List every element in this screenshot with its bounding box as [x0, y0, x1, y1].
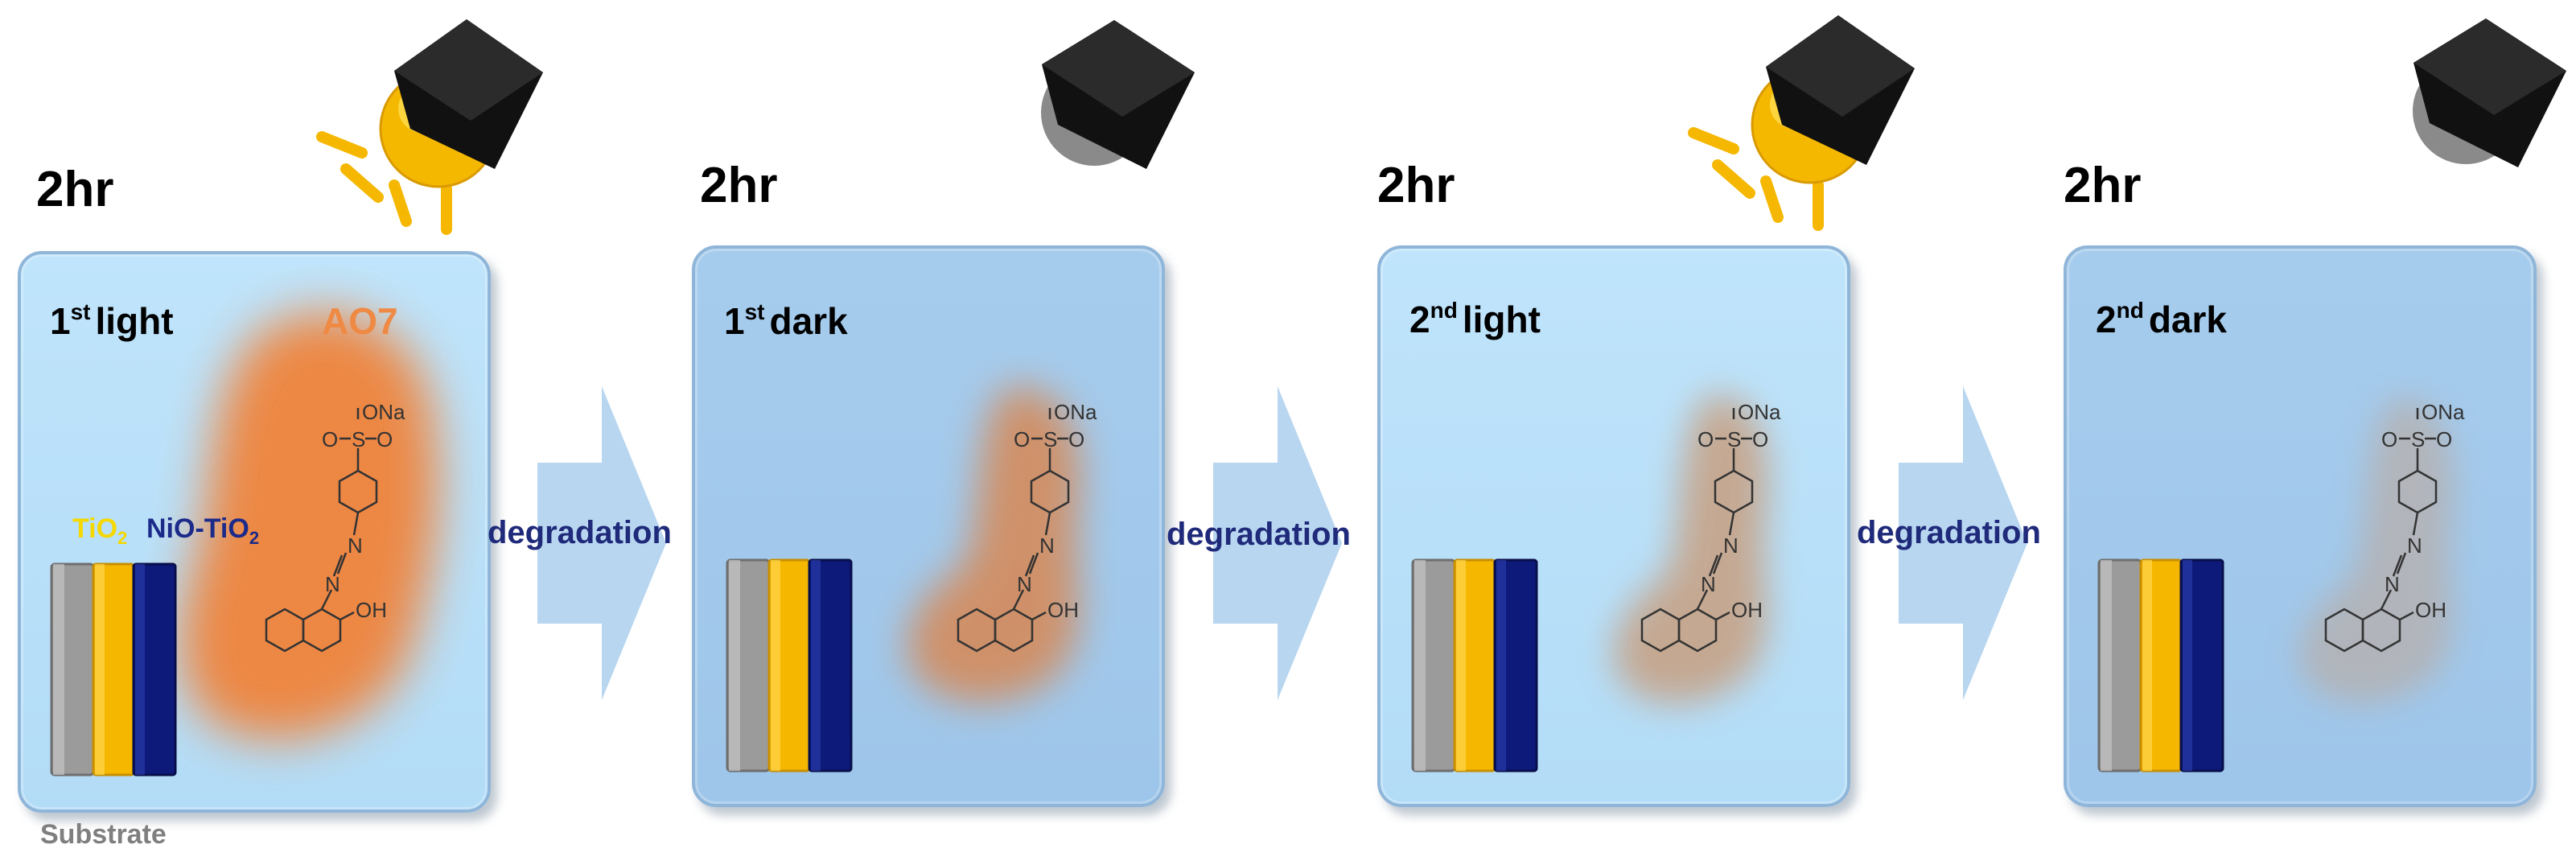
molecule-oh: OH	[1047, 598, 1079, 622]
molecule-n-upper: N	[2407, 533, 2422, 558]
molecule-s: S	[352, 427, 365, 451]
lamp-off-icon	[1041, 20, 1195, 169]
molecule-ona: ONa	[1738, 400, 1781, 424]
molecule-s: S	[1727, 427, 1741, 451]
molecule-ona: ONa	[2422, 400, 2465, 424]
lamp-on-icon	[316, 19, 543, 235]
step-4-duration: 2hr	[2064, 158, 2142, 213]
step-1-duration: 2hr	[36, 162, 114, 217]
dye-glow-1	[180, 311, 438, 739]
lamp-on-icon	[1688, 15, 1915, 231]
ao7-molecule-icon: ONa S O O N N OH	[957, 400, 1097, 653]
electrode-stack-4	[2097, 558, 2224, 772]
molecule-oh: OH	[2415, 598, 2446, 622]
molecule-oh: OH	[1731, 598, 1763, 622]
molecule-o-right: O	[377, 427, 393, 451]
right-arrow-icon	[1899, 386, 2027, 700]
step-2-duration: 2hr	[700, 158, 778, 213]
molecule-o-left: O	[322, 427, 338, 451]
arrow-label-3: degradation	[1857, 515, 2041, 550]
dye-glow-3	[1613, 394, 1768, 704]
step-3-duration: 2hr	[1377, 158, 1455, 213]
dye-glow-2	[907, 386, 1080, 702]
molecule-ona: ONa	[362, 400, 405, 424]
molecule-n-upper: N	[1039, 533, 1055, 558]
arrow-label-2: degradation	[1167, 517, 1351, 552]
tio2-label: TiO2	[72, 513, 128, 548]
molecule-o-left: O	[1697, 427, 1714, 451]
lamp-off-icon	[2413, 19, 2566, 167]
nio-tio2-label: NiO-TiO2	[146, 513, 260, 548]
molecule-n-lower: N	[2385, 572, 2400, 596]
electrode-stack-3	[1411, 558, 1538, 772]
molecule-o-left: O	[1014, 427, 1030, 451]
dye-label-ao7: AO7	[322, 300, 398, 342]
molecule-ona: ONa	[1054, 400, 1097, 424]
ao7-molecule-icon: ONa S O O N N OH	[265, 400, 405, 653]
arrow-label-1: degradation	[488, 515, 672, 550]
molecule-o-right: O	[1752, 427, 1768, 451]
molecule-n-lower: N	[1701, 572, 1716, 596]
electrode-stack-2	[726, 558, 853, 772]
molecule-o-right: O	[2436, 427, 2452, 451]
molecule-s: S	[2411, 427, 2425, 451]
right-arrow-icon	[537, 386, 666, 700]
molecule-oh: OH	[356, 598, 387, 622]
dye-glow-4	[2298, 398, 2454, 704]
molecule-o-right: O	[1068, 427, 1084, 451]
molecule-n-upper: N	[348, 533, 363, 558]
molecule-n-lower: N	[1017, 572, 1032, 596]
substrate-label: Substrate	[40, 819, 167, 850]
electrode-stack-1	[50, 562, 177, 777]
step-4-panel	[2064, 245, 2537, 807]
molecule-o-left: O	[2381, 427, 2397, 451]
right-arrow-icon	[1213, 386, 1342, 700]
ao7-molecule-icon: ONa S O O N N OH	[1640, 400, 1781, 653]
ao7-molecule-icon: ONa S O O N N OH	[2324, 400, 2465, 653]
molecule-s: S	[1043, 427, 1057, 451]
molecule-n-lower: N	[325, 572, 340, 596]
molecule-n-upper: N	[1723, 533, 1739, 558]
